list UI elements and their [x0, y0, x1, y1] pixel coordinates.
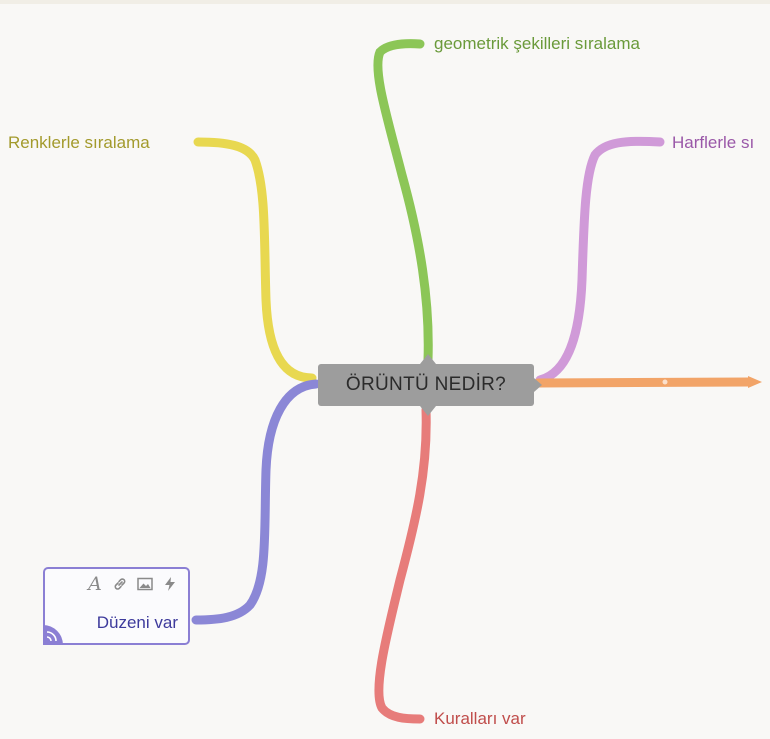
central-topic-node[interactable]: ÖRÜNTÜ NEDİR?	[318, 364, 534, 406]
branch-order-label[interactable]: Düzeni var	[96, 613, 178, 632]
resize-corner-icon[interactable]	[43, 621, 67, 645]
image-icon[interactable]	[137, 575, 153, 593]
branch-orange-arrowhead	[748, 376, 762, 388]
branch-order-line	[191, 379, 321, 625]
center-top-notch	[420, 354, 436, 364]
branch-letters-line	[535, 136, 665, 385]
branch-letters-label[interactable]: Harflerle sı	[672, 133, 755, 152]
center-bottom-notch	[420, 406, 436, 416]
branch-orange-dot	[662, 379, 668, 385]
branch-geometric-label[interactable]: geometrik şekilleri sıralama	[434, 34, 640, 53]
branch-geometric-line	[373, 39, 433, 365]
branch-rules-line	[374, 405, 431, 724]
node-edit-box[interactable]: A Düzeni var	[43, 567, 190, 645]
branch-orange-line	[533, 377, 755, 388]
text-style-icon[interactable]: A	[88, 573, 102, 595]
branch-colors-label[interactable]: Renklerle sıralama	[8, 133, 150, 152]
canvas-top-edge	[0, 0, 770, 4]
center-right-notch	[534, 378, 542, 392]
central-topic-label: ÖRÜNTÜ NEDİR?	[345, 374, 507, 395]
link-icon[interactable]	[112, 575, 128, 593]
lightning-icon[interactable]	[162, 575, 178, 593]
branch-rules-label[interactable]: Kuralları var	[434, 709, 526, 728]
branch-colors-line	[193, 137, 317, 383]
node-edit-toolbar: A	[87, 573, 178, 595]
